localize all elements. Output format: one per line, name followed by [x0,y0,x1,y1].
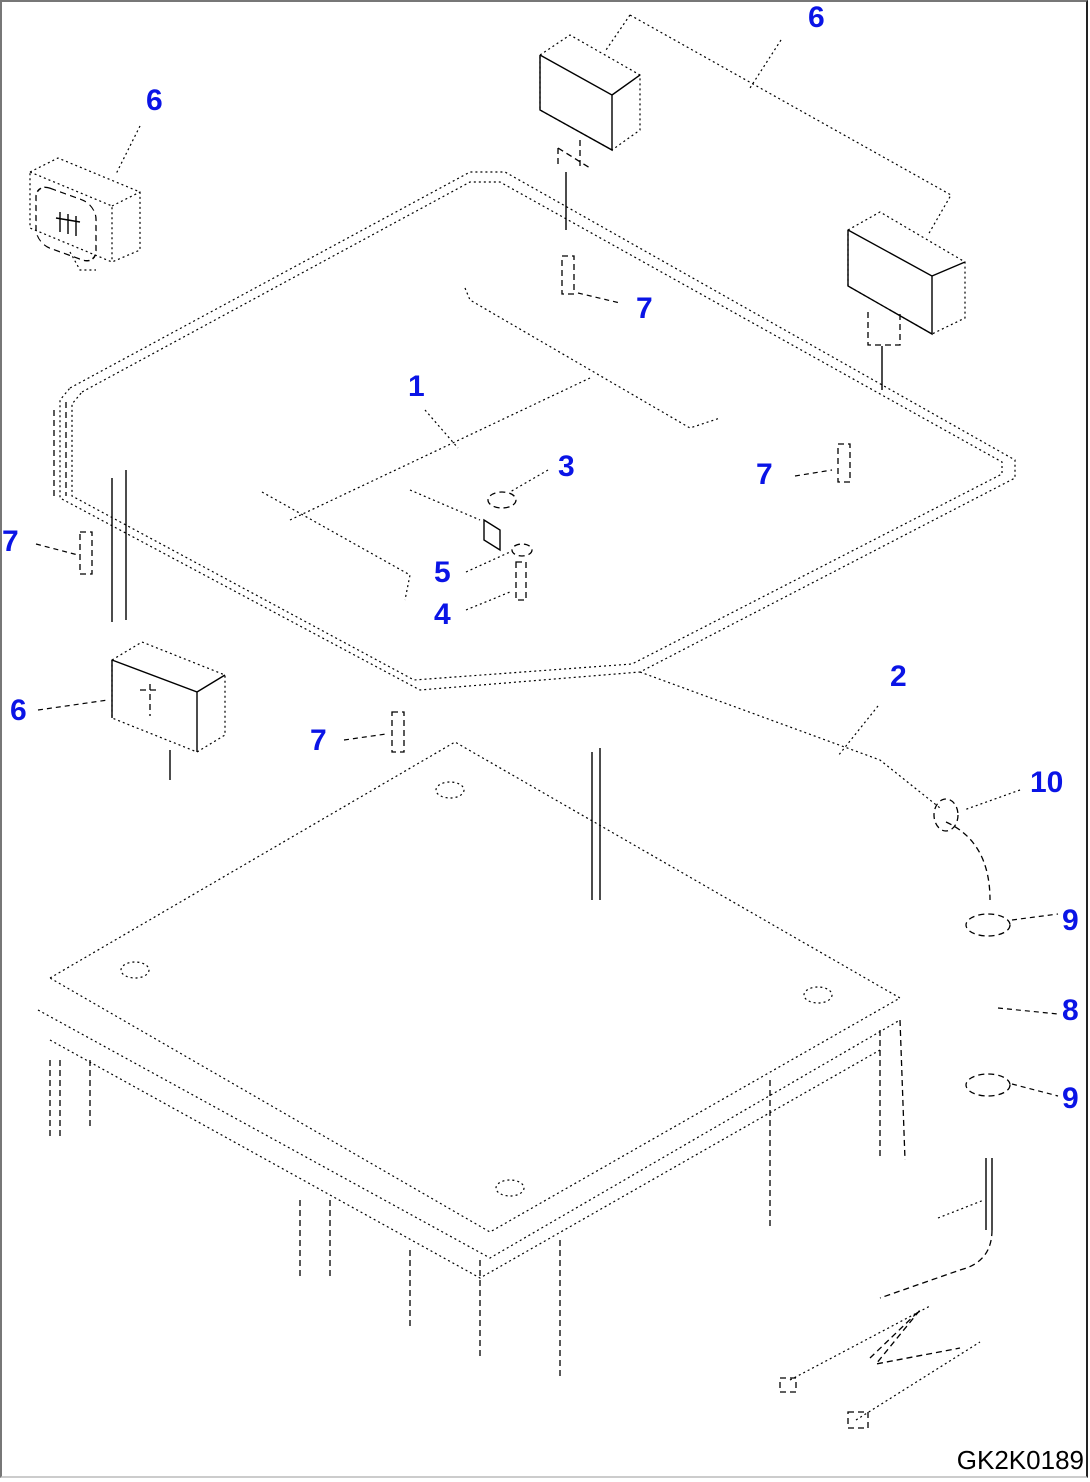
callout-4: 4 [434,598,451,631]
front-post [591,748,601,900]
work-lamp-top [539,34,966,390]
wiring-harness-lower [779,1158,993,1429]
drawing-number: GK2K0189 [956,1445,1084,1475]
leader-line [424,409,459,449]
leader-line [465,469,549,611]
small-parts [483,491,533,601]
callout-2: 2 [890,660,907,693]
leader-line [35,292,833,741]
callout-6: 6 [10,694,27,727]
leader-line [605,14,952,236]
bolt-icon [79,255,851,753]
callout-7: 7 [310,724,327,757]
cab-roof [37,741,906,1380]
callout-9: 9 [1062,904,1079,937]
wiring-harness-main [59,171,1016,809]
callout-7: 7 [636,292,653,325]
leader-line [997,913,1059,1097]
callout-1: 1 [408,370,425,403]
callout-3: 3 [558,450,575,483]
callout-5: 5 [434,556,451,589]
callout-9: 9 [1062,1082,1079,1115]
callout-10: 10 [1030,766,1064,799]
leader-line [837,705,1021,811]
callout-7: 7 [2,525,19,558]
leader-line [115,125,141,175]
work-lamp-front-left [111,641,226,780]
callout-6: 6 [146,84,163,117]
work-lamp-rear-left [29,157,141,271]
callout-7: 7 [756,458,773,491]
leader-line [37,699,109,711]
side-strap-left [111,470,127,622]
callout-6: 6 [808,1,825,34]
callout-8: 8 [1062,994,1079,1027]
